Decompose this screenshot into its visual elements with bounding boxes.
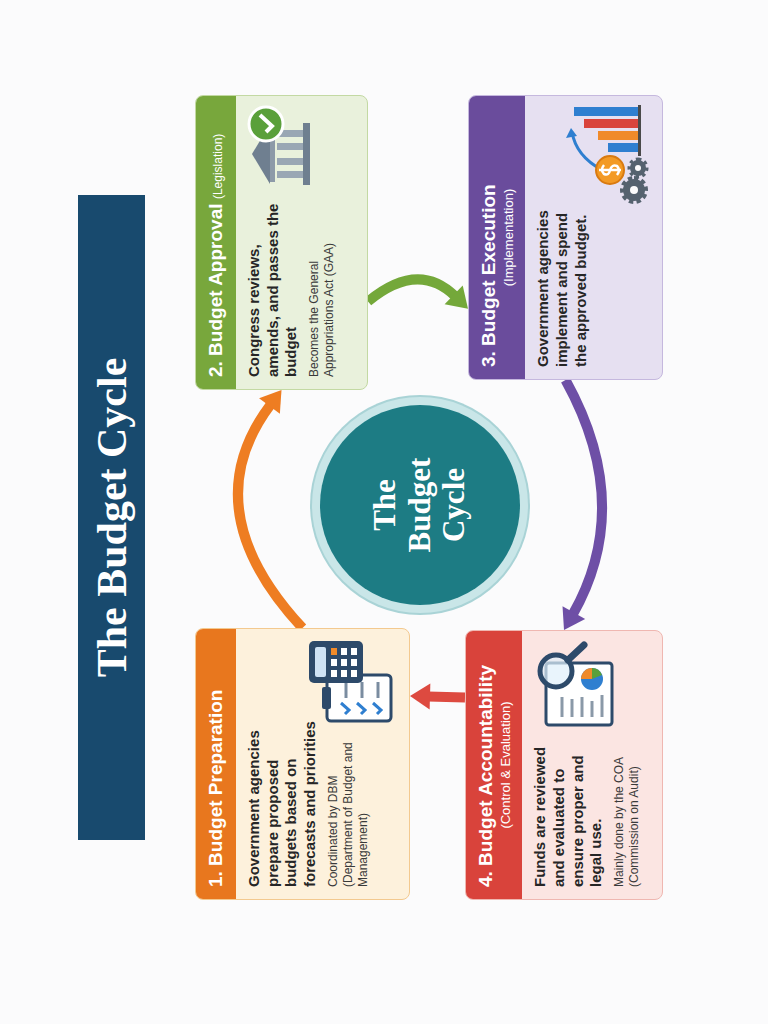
icon-shape xyxy=(608,143,638,152)
icon-shape xyxy=(630,160,646,176)
arrow-head xyxy=(563,606,586,630)
icon-shape xyxy=(568,645,584,660)
box-subheading: (Legislation) xyxy=(211,134,225,199)
calculator-clipboard-icon xyxy=(305,637,397,725)
icon-shape xyxy=(341,659,347,666)
icon-shape xyxy=(322,687,331,709)
icon-shape xyxy=(341,648,347,655)
icon-shape xyxy=(331,670,337,677)
audit-report-icon xyxy=(532,639,618,731)
icon-shape xyxy=(581,668,603,690)
process-box: 2. Budget Approval (Legislation)Congress… xyxy=(195,95,368,390)
spending-chart-icon xyxy=(562,104,654,208)
box-body: Government agencies implement and spend … xyxy=(525,177,606,379)
header-band: 1. Budget Preparation xyxy=(196,629,236,899)
box-note: Coordinated by DBM (Department of Budget… xyxy=(326,717,371,887)
process-box: 4. Budget Accountability(Control & Evalu… xyxy=(465,630,663,900)
icon-shape xyxy=(341,670,347,677)
box-body: Government agencies prepare proposed bud… xyxy=(236,705,381,899)
box-text: Funds are reviewed and evaluated to ensu… xyxy=(531,719,606,887)
box-subheading: (Control & Evaluation) xyxy=(498,643,514,887)
icon-shape xyxy=(315,647,326,677)
icon-shape xyxy=(341,703,381,714)
icon-shape xyxy=(592,668,602,679)
title-text: The Budget Cycle xyxy=(88,358,136,678)
icon-shape xyxy=(638,105,641,156)
cycle-arrow xyxy=(368,279,468,308)
box-subheading: (Implementation) xyxy=(501,108,517,367)
icon-shape xyxy=(346,682,378,698)
icon-shape xyxy=(599,165,621,175)
icon-shape xyxy=(277,171,303,178)
process-box: 1. Budget Preparation Government agencies… xyxy=(195,628,410,900)
process-box: 3. Budget Execution(Implementation)Gover… xyxy=(468,95,663,380)
icon-shape xyxy=(562,695,602,717)
icon-shape xyxy=(351,659,357,666)
icon-shape xyxy=(277,143,303,150)
arrow-head xyxy=(259,390,281,414)
box-heading: 4. Budget Accountability xyxy=(475,665,496,887)
box-heading: 3. Budget Execution xyxy=(478,184,499,367)
icon-shape xyxy=(598,131,638,140)
box-text: Government agencies prepare proposed bud… xyxy=(245,717,320,887)
arrow-line xyxy=(566,380,603,614)
icon-shape xyxy=(303,123,310,185)
arrow-line xyxy=(428,696,465,697)
icon-shape xyxy=(277,158,303,165)
center-circle: The Budget Cycle xyxy=(320,405,520,605)
icon-shape xyxy=(574,107,638,116)
box-text: Congress reviews, amends, and passes the… xyxy=(245,187,301,377)
box-body: Funds are reviewed and evaluated to ensu… xyxy=(522,707,652,899)
government-building-icon xyxy=(246,104,316,190)
box-body: Congress reviews, amends, and passes the… xyxy=(236,175,347,389)
cycle-arrow xyxy=(238,390,303,628)
cycle-arrow xyxy=(563,380,603,630)
icon-shape xyxy=(249,107,283,141)
icon-shape xyxy=(309,641,363,683)
circle-label: The Budget Cycle xyxy=(368,430,472,580)
cycle-arrow xyxy=(410,684,465,710)
arrow-head xyxy=(410,684,430,710)
box-note: Mainly done by the COA (Commission on Au… xyxy=(612,719,642,887)
arrow-head xyxy=(445,285,468,308)
title-banner: The Budget Cycle xyxy=(78,195,145,840)
header-band: 2. Budget Approval (Legislation) xyxy=(196,96,236,389)
box-heading: 1. Budget Preparation xyxy=(205,690,226,887)
icon-shape xyxy=(596,156,624,184)
icon-shape xyxy=(331,659,337,666)
header-band: 3. Budget Execution(Implementation) xyxy=(469,96,525,379)
icon-shape xyxy=(260,115,272,132)
header-band: 4. Budget Accountability(Control & Evalu… xyxy=(466,631,522,899)
box-note: Becomes the General Appropriations Act (… xyxy=(307,187,337,377)
icon-shape xyxy=(566,128,577,138)
arrow-line xyxy=(238,404,303,628)
icon-shape xyxy=(584,119,638,128)
icon-shape xyxy=(623,179,645,201)
icon-shape xyxy=(351,670,357,677)
box-heading: 2. Budget Approval xyxy=(205,204,226,377)
icon-shape xyxy=(331,648,337,655)
icon-shape xyxy=(630,186,638,194)
box-text: Government agencies implement and spend … xyxy=(534,189,590,367)
icon-shape xyxy=(351,648,357,655)
icon-shape xyxy=(581,668,592,679)
icon-shape xyxy=(635,165,641,171)
arrow-line xyxy=(368,279,455,301)
